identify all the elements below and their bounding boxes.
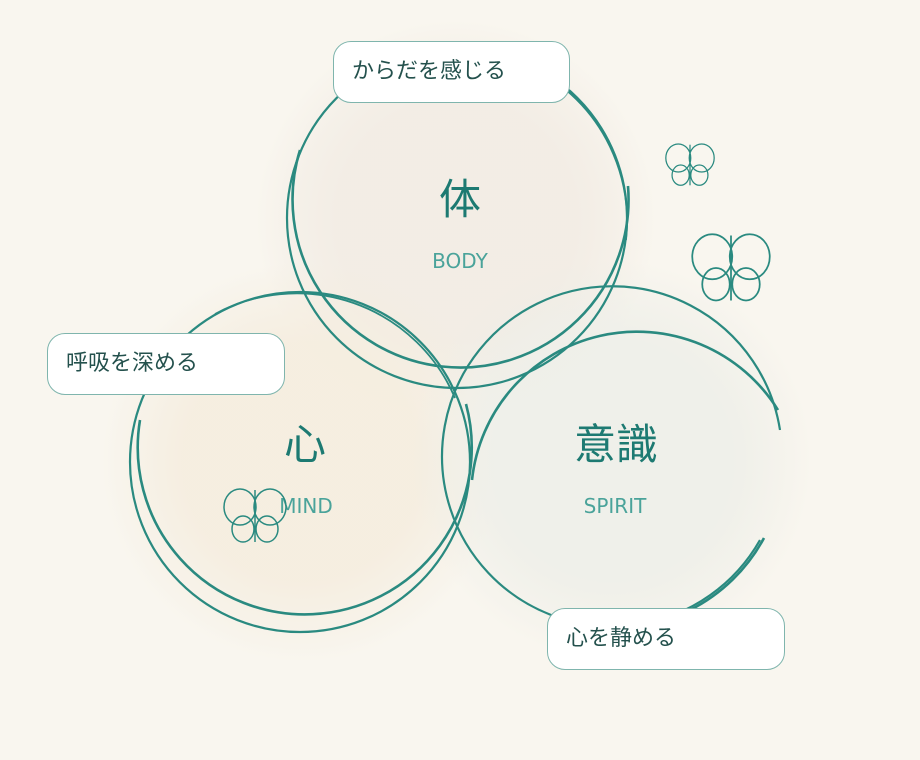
butterfly-icon <box>665 143 715 186</box>
body-kanji: 体 <box>439 175 481 224</box>
spirit-tag: 心を静める <box>547 608 785 670</box>
mind-tag: 呼吸を深める <box>47 333 285 395</box>
mind-label: MIND <box>279 494 333 518</box>
spirit-label: SPIRIT <box>584 494 647 518</box>
body-tag: からだを感じる <box>333 41 570 103</box>
butterfly-icon <box>223 488 287 543</box>
mind-kanji: 心 <box>284 420 326 469</box>
spirit-kanji: 意識 <box>574 420 658 469</box>
mind-circle <box>128 290 474 634</box>
body-label: BODY <box>432 249 488 273</box>
butterfly-icon <box>691 233 771 302</box>
